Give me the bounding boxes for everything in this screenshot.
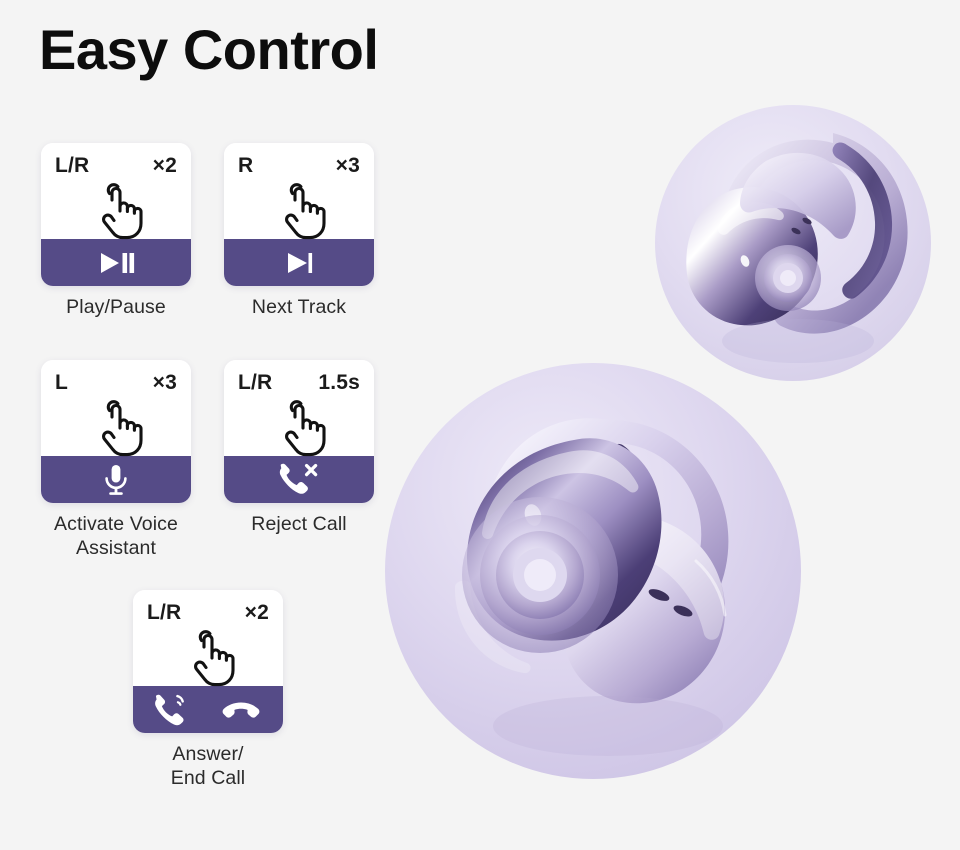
control-card-voice-assistant[interactable]: L ×3 — [41, 360, 191, 560]
phone-ringing-icon — [155, 694, 184, 725]
card-top: R ×3 — [224, 143, 374, 241]
phone-hangup-icon — [222, 702, 260, 718]
tap-hand-icon — [41, 396, 191, 458]
card-body: R ×3 — [224, 143, 374, 286]
page-title: Easy Control — [39, 18, 379, 81]
card-label: Answer/ End Call — [170, 743, 246, 790]
card-action-bar — [224, 239, 374, 286]
card-header: R ×3 — [224, 143, 374, 178]
card-header: L/R ×2 — [41, 143, 191, 178]
card-count-label: ×3 — [335, 154, 360, 177]
card-top: L ×3 — [41, 360, 191, 458]
card-header: L/R 1.5s — [224, 360, 374, 395]
card-action-bar — [133, 686, 283, 733]
product-image-earbud-small — [648, 98, 938, 388]
microphone-icon — [105, 464, 127, 495]
card-top: L/R ×2 — [133, 590, 283, 688]
product-image-earbud-large — [378, 348, 818, 798]
card-body: L/R ×2 — [133, 590, 283, 733]
card-header: L ×3 — [41, 360, 191, 395]
control-card-play-pause[interactable]: L/R ×2 — [41, 143, 191, 319]
card-side-label: L/R — [147, 601, 182, 624]
tap-hand-icon — [133, 626, 283, 688]
next-track-icon — [288, 252, 313, 273]
card-action-bar — [41, 456, 191, 503]
card-action-bar — [224, 456, 374, 503]
open-ear-clip-earbud-back-view — [655, 105, 931, 381]
card-side-label: L — [55, 371, 69, 394]
phone-reject-icon — [279, 463, 318, 494]
card-count-label: ×3 — [152, 371, 177, 394]
tap-hand-icon — [224, 396, 374, 458]
card-body: L/R ×2 — [41, 143, 191, 286]
tap-hand-icon — [224, 179, 374, 241]
card-side-label: L/R — [55, 154, 90, 177]
card-label: Play/Pause — [66, 296, 166, 318]
card-side-label: R — [238, 154, 254, 177]
card-count-label: ×2 — [152, 154, 177, 177]
tap-hand-icon — [41, 179, 191, 241]
control-card-reject-call[interactable]: L/R 1.5s — [224, 360, 374, 536]
card-count-label: ×2 — [244, 601, 269, 624]
play-pause-icon — [101, 252, 135, 273]
card-action-bar — [41, 239, 191, 286]
control-card-answer-end-call[interactable]: L/R ×2 — [133, 590, 283, 790]
card-label: Reject Call — [251, 513, 347, 535]
card-label: Activate Voice Assistant — [54, 513, 178, 560]
card-count-label: 1.5s — [318, 371, 360, 394]
open-ear-clip-earbud-front-view — [385, 363, 801, 779]
card-label: Next Track — [251, 296, 347, 318]
card-body: L/R 1.5s — [224, 360, 374, 503]
card-top: L/R 1.5s — [224, 360, 374, 458]
card-top: L/R ×2 — [41, 143, 191, 241]
card-header: L/R ×2 — [133, 590, 283, 625]
card-body: L ×3 — [41, 360, 191, 503]
card-side-label: L/R — [238, 371, 273, 394]
control-card-next-track[interactable]: R ×3 N — [224, 143, 374, 319]
